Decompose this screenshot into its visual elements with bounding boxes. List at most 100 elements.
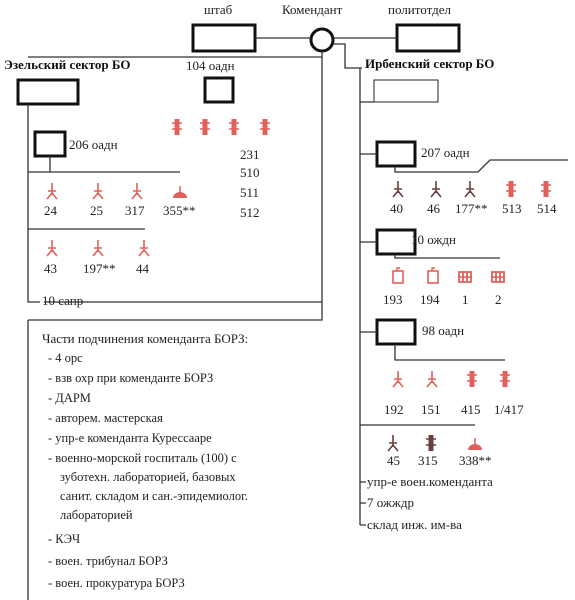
irben-extra-warehouse: склад инж. им-ва bbox=[367, 517, 462, 532]
oadn-98-row-b-icons bbox=[387, 434, 483, 452]
unit-icon-25 bbox=[92, 182, 104, 200]
unit-icon-45 bbox=[387, 434, 399, 452]
unit-151: 151 bbox=[421, 402, 441, 417]
unit-1: 1 bbox=[462, 292, 469, 307]
oadn-98-label: 98 оадн bbox=[422, 323, 464, 338]
oadn-98-branch-a bbox=[360, 331, 505, 361]
unit-1-417: 1/417 bbox=[494, 402, 524, 417]
ezel-title: Эзельский сектор БО bbox=[4, 57, 130, 72]
oadn-207-label: 207 оадн bbox=[421, 145, 470, 160]
subordinate-item: - КЭЧ bbox=[48, 532, 80, 546]
unit-514: 514 bbox=[537, 201, 557, 216]
subordinate-item: - воен. трибунал БОРЗ bbox=[48, 554, 168, 568]
subordinate-item: зуботехн. лабораторией, базовых bbox=[60, 470, 236, 484]
unit-2: 2 bbox=[495, 292, 502, 307]
unit-icon-338 bbox=[467, 437, 483, 451]
irben-extra-commandant: упр-е воен.коменданта bbox=[367, 474, 493, 489]
unit-icon-46 bbox=[430, 180, 442, 198]
irben-sector-box bbox=[373, 79, 439, 103]
subordinate-list: - 4 орс - взв охр при коменданте БОРЗ - … bbox=[48, 351, 248, 590]
unit-415: 415 bbox=[461, 402, 481, 417]
oadn-206-row1-icons bbox=[46, 182, 188, 200]
unit-icon-231 bbox=[171, 118, 183, 136]
unit-icon-43 bbox=[46, 239, 58, 257]
hq-label: штаб bbox=[204, 2, 233, 17]
irben-extras-ticks bbox=[360, 481, 366, 526]
unit-icon-24 bbox=[46, 182, 58, 200]
commandant-label: Комендант bbox=[282, 2, 343, 17]
unit-icon-44 bbox=[138, 239, 150, 257]
politotdel-box bbox=[395, 23, 461, 53]
unit-45: 45 bbox=[387, 453, 400, 468]
oadn-104-label: 104 оадн bbox=[186, 58, 235, 73]
unit-46: 46 bbox=[427, 201, 441, 216]
unit-315: 315 bbox=[418, 453, 438, 468]
unit-icon-177 bbox=[464, 180, 476, 198]
oadn-98-box bbox=[375, 318, 417, 346]
oadn-207-branch bbox=[360, 153, 568, 173]
unit-177: 177** bbox=[455, 201, 488, 216]
oadn-206-branch bbox=[28, 156, 180, 173]
unit-icon-511 bbox=[228, 118, 240, 136]
unit-icon-192 bbox=[392, 370, 404, 388]
unit-194: 194 bbox=[420, 292, 440, 307]
unit-icon-355 bbox=[172, 185, 188, 199]
unit-193: 193 bbox=[383, 292, 403, 307]
subordinate-item: санит. складом и сан.-эпидемиолог. bbox=[60, 489, 248, 503]
ozhdn-label: 10 ождн bbox=[411, 232, 456, 247]
oadn-207-box bbox=[375, 140, 417, 168]
oadn-206-row2-icons bbox=[46, 239, 150, 257]
unit-192: 192 bbox=[384, 402, 404, 417]
unit-icon-40 bbox=[392, 180, 404, 198]
irben-trunk-line bbox=[359, 68, 374, 525]
oadn-104-unit-231: 231 bbox=[240, 147, 260, 162]
unit-43: 43 bbox=[44, 261, 57, 276]
ozhdn-icons bbox=[392, 267, 506, 284]
unit-icon-514 bbox=[540, 180, 552, 198]
sapr-label: 10 сапр bbox=[42, 293, 83, 308]
hq-box bbox=[191, 23, 257, 53]
oadn-206-label: 206 оадн bbox=[69, 137, 118, 152]
unit-icon-1 bbox=[457, 271, 473, 283]
oadn-98-row-a-icons bbox=[392, 370, 511, 388]
unit-icon-415 bbox=[466, 370, 478, 388]
unit-513: 513 bbox=[502, 201, 522, 216]
subordinate-title: Части подчинения коменданта БОРЗ: bbox=[42, 331, 248, 346]
oadn-104-unit-511: 511 bbox=[240, 185, 259, 200]
unit-40: 40 bbox=[390, 201, 403, 216]
unit-icon-194 bbox=[427, 267, 439, 284]
irben-title: Ирбенский сектор БО bbox=[365, 56, 494, 71]
subordinate-item: - 4 орс bbox=[48, 351, 83, 365]
irben-link-line bbox=[333, 43, 362, 69]
unit-197: 197** bbox=[83, 261, 116, 276]
oadn-207-icons bbox=[392, 180, 552, 198]
oadn-104-box bbox=[203, 76, 235, 104]
oadn-104-unit-512: 512 bbox=[240, 205, 260, 220]
commandant-node bbox=[309, 27, 335, 53]
subordinate-item: - упр-е коменданта Курессааре bbox=[48, 431, 212, 445]
ozhdn-branch bbox=[360, 241, 500, 259]
unit-44: 44 bbox=[136, 261, 150, 276]
ezel-sector-box bbox=[16, 78, 80, 106]
subordinate-link-line bbox=[28, 302, 323, 321]
unit-icon-151 bbox=[426, 370, 438, 388]
ezel-left-line bbox=[27, 104, 40, 303]
subordinate-item: - авторем. мастерская bbox=[48, 411, 163, 425]
unit-icon-513 bbox=[505, 180, 517, 198]
ozhdn-box bbox=[375, 228, 417, 256]
oadn-206-box bbox=[33, 130, 67, 158]
unit-icon-2 bbox=[490, 271, 506, 283]
unit-icon-197 bbox=[92, 239, 104, 257]
subordinate-item: - ДАРМ bbox=[48, 391, 91, 405]
unit-icon-193 bbox=[392, 267, 404, 284]
unit-icon-512 bbox=[259, 118, 271, 136]
unit-338: 338** bbox=[459, 453, 492, 468]
unit-icon-315 bbox=[425, 434, 437, 452]
unit-icon-1-417 bbox=[499, 370, 511, 388]
subordinate-item: - военно-морской госпиталь (100) с bbox=[48, 451, 237, 465]
irben-extra-7ozhzhdr: 7 ожждр bbox=[367, 495, 414, 510]
oadn-104-icons bbox=[171, 118, 271, 136]
subordinate-item: - взв охр при коменданте БОРЗ bbox=[48, 371, 213, 385]
unit-355: 355** bbox=[163, 203, 196, 218]
